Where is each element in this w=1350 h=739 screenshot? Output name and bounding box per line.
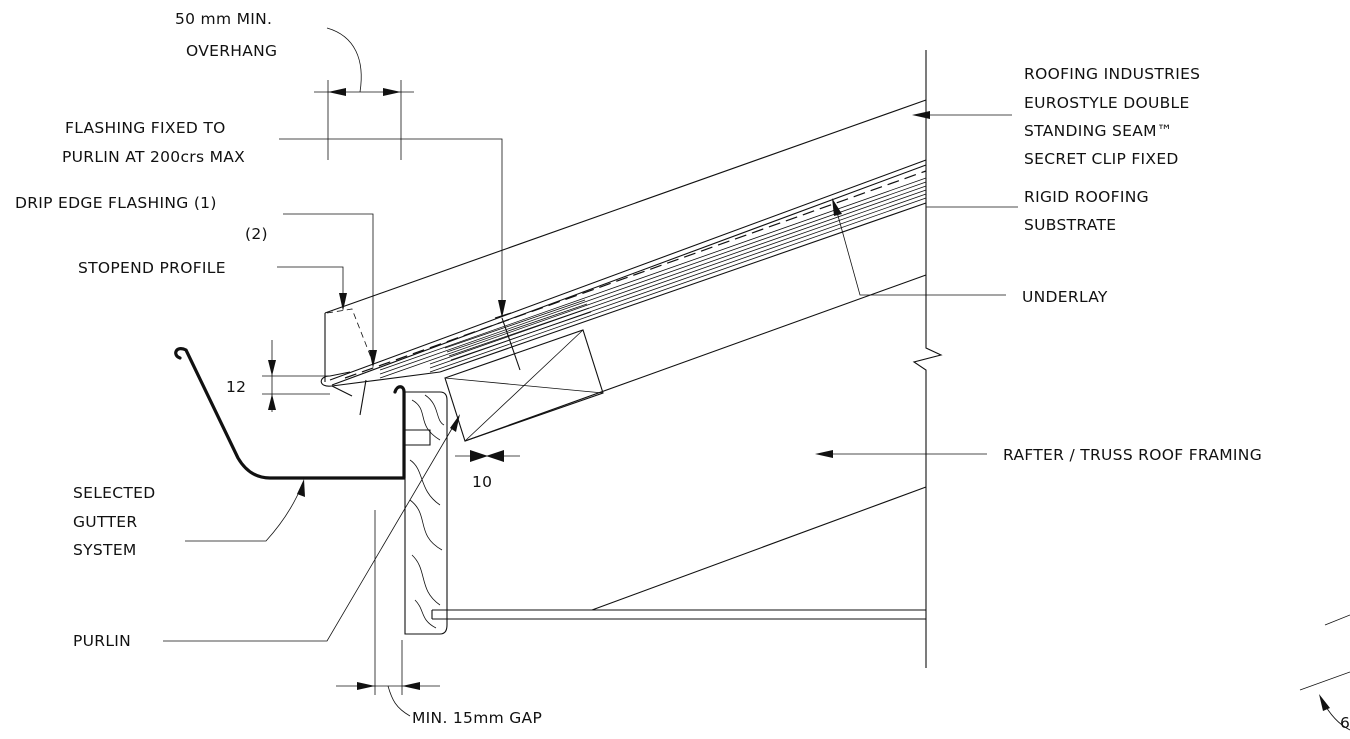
roofing-leader (912, 111, 1012, 119)
roof-cladding (324, 99, 927, 382)
gutter-label-line2: GUTTER (73, 513, 137, 531)
underlay-label: UNDERLAY (1022, 288, 1108, 306)
roof-label-line2: EUROSTYLE DOUBLE (1024, 94, 1190, 112)
fascia-board (404, 391, 448, 635)
drip-leader (283, 213, 377, 368)
rigid-label-line1: RIGID ROOFING (1024, 188, 1149, 206)
stopend-label: STOPEND PROFILE (78, 259, 226, 277)
stopend-leader (277, 266, 373, 361)
rigid-label-line2: SUBSTRATE (1024, 216, 1116, 234)
gutter-label-line3: SYSTEM (73, 541, 137, 559)
drip-label-line2: (2) (245, 225, 268, 243)
gutter-profile (174, 347, 406, 480)
dim-overhang (314, 27, 414, 160)
dim-10 (455, 450, 520, 462)
rafter-label: RAFTER / TRUSS ROOF FRAMING (1003, 446, 1262, 464)
roof-label-line4: SECRET CLIP FIXED (1024, 150, 1179, 168)
drip-edge-flashing (320, 371, 441, 416)
overhang-label-line1: 50 mm MIN. (175, 10, 272, 28)
flashing-label-line1: FLASHING FIXED TO (65, 119, 226, 137)
roof-label-line3: STANDING SEAM™ (1024, 122, 1173, 140)
rafter (464, 274, 927, 611)
purlin-label: PURLIN (73, 632, 131, 650)
overhang-label-line2: OVERHANG (186, 42, 277, 60)
rafter-leader (815, 450, 987, 458)
purlin-leader (163, 414, 460, 642)
roof-label-line1: ROOFING INDUSTRIES (1024, 65, 1200, 83)
underlay-leader (832, 198, 1006, 296)
dim-12-label: 12 (226, 378, 246, 396)
dim-12 (262, 340, 330, 412)
soffit-framing (431, 609, 926, 620)
pitch-fragment-label: 6 (1340, 714, 1350, 732)
dim-10-label: 10 (472, 473, 492, 491)
drip-label-line1: DRIP EDGE FLASHING (1) (15, 194, 217, 212)
flashing-leader (279, 138, 521, 371)
flashing-label-line2: PURLIN AT 200crs MAX (62, 148, 245, 166)
gutter-leader (185, 479, 305, 542)
rigid-substrate (329, 159, 927, 386)
pitch-indicator-fragment (1299, 614, 1350, 731)
dim-gap (336, 510, 440, 717)
wall-line (912, 50, 943, 668)
gap-label: MIN. 15mm GAP (412, 709, 542, 727)
gutter-label-line1: SELECTED (73, 484, 155, 502)
